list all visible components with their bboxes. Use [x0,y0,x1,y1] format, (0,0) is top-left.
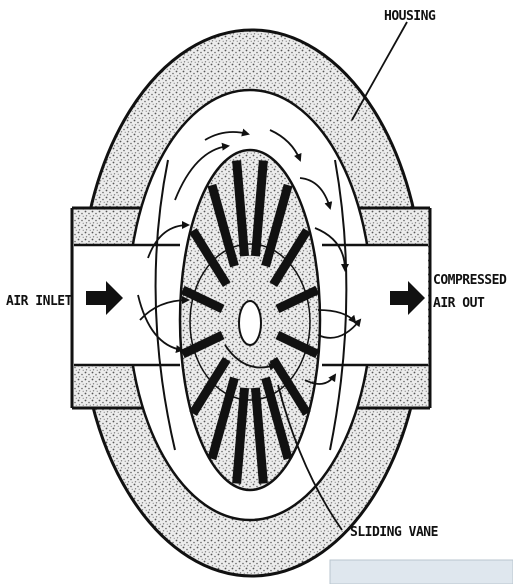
housing-label: HOUSING [384,9,436,24]
air-inlet-label: AIR INLET [6,294,73,309]
housing-leader-line [352,22,407,120]
compressed-air-label-line1: COMPRESSED [433,273,507,288]
sliding-vane-label: SLIDING VANE [350,525,438,540]
corner-panel [330,560,513,584]
rotor [180,150,320,490]
compressed-air-label-line2: AIR OUT [433,296,485,311]
rotor-shaft [239,301,261,345]
